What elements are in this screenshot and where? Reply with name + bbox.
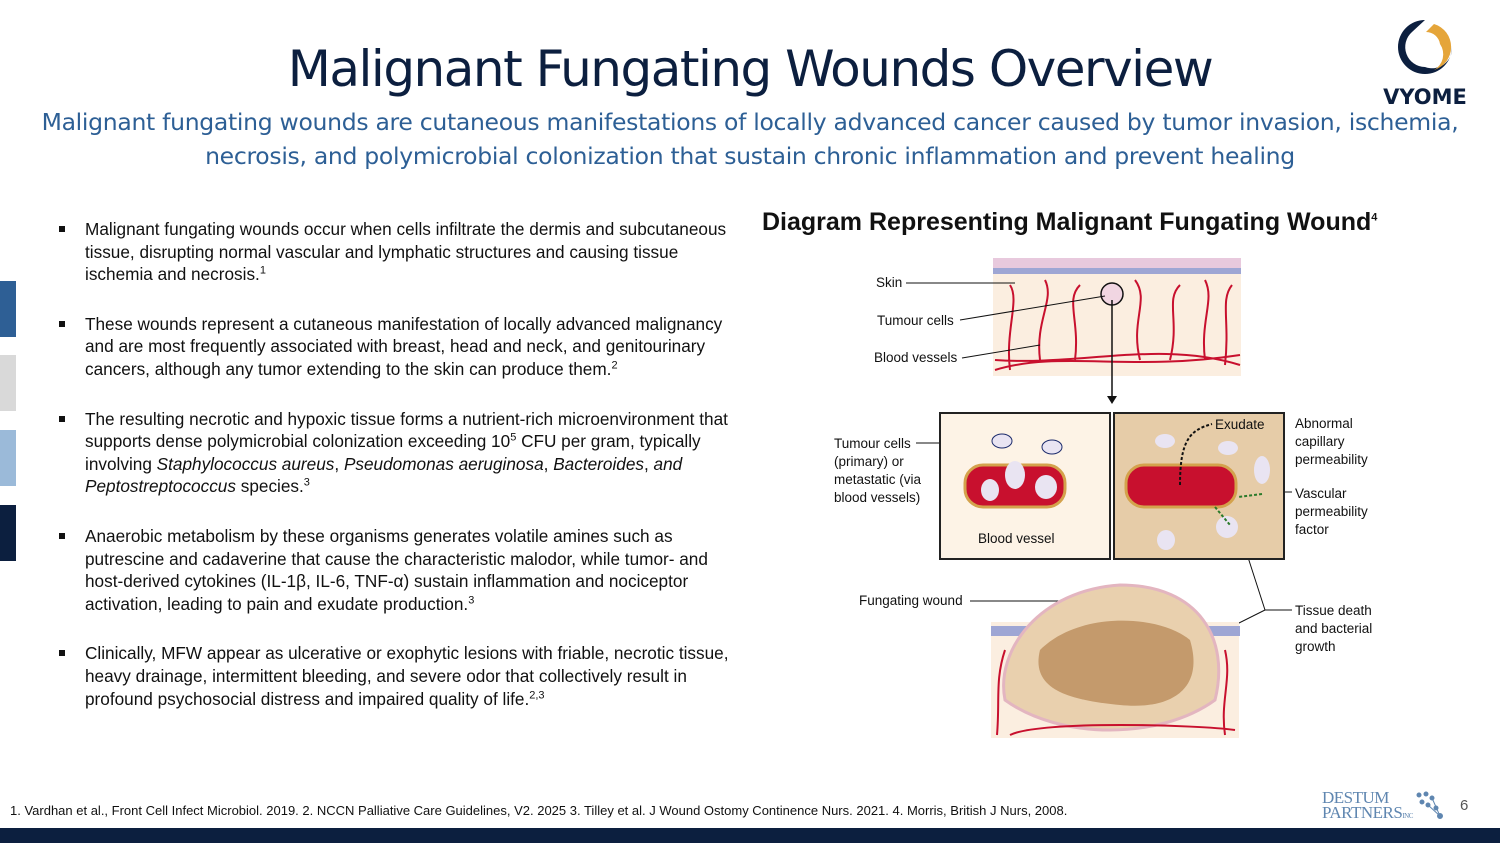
- sep: ,: [643, 453, 654, 474]
- sep: ,: [543, 453, 554, 474]
- bullet-item: The resulting necrotic and hypoxic tissu…: [58, 408, 738, 498]
- side-accent-2: [0, 355, 16, 411]
- citation: 2: [611, 359, 618, 372]
- logo-suffix: INC: [1402, 812, 1413, 820]
- bullet-text: CFU per gram, typically involving: [85, 431, 701, 474]
- diagram-title-text: Diagram Representing Malignant Fungating…: [762, 208, 1372, 236]
- logo-line1: DESTUM: [1322, 788, 1389, 807]
- citation: 4: [1371, 211, 1378, 224]
- label-tumour-primary: Tumour cells (primary) or metastatic (vi…: [834, 436, 922, 505]
- vessel-panel-left: [939, 412, 1111, 560]
- logo-line2: PARTNERS: [1322, 803, 1403, 822]
- side-accent-4: [0, 505, 16, 561]
- vyome-logo-text: VYOME: [1383, 85, 1467, 109]
- diagram-title: Diagram Representing Malignant Fungating…: [762, 208, 1377, 237]
- references: 1. Vardhan et al., Front Cell Infect Mic…: [10, 803, 1068, 818]
- bullet-list: Malignant fungating wounds occur when ce…: [58, 218, 738, 737]
- vyome-swirl-icon: [1398, 20, 1453, 74]
- label-exudate: Exudate: [1215, 417, 1265, 432]
- page-number: 6: [1460, 797, 1469, 814]
- bullet-item: These wounds represent a cutaneous manif…: [58, 313, 738, 381]
- network-dots-icon: [1416, 791, 1443, 819]
- exponent: 5: [510, 431, 517, 444]
- citation: 1: [259, 264, 266, 277]
- label-abnormal-permeability: Abnormal capillary permeability: [1295, 416, 1368, 467]
- skin-illustration: [993, 258, 1241, 404]
- organism: and Peptostreptococcus: [85, 453, 683, 497]
- bullet-text: These wounds represent a cutaneous manif…: [85, 313, 723, 379]
- organism: Pseudomonas aeruginosa: [343, 453, 544, 474]
- label-tumour-cells: Tumour cells: [877, 313, 954, 328]
- destum-partners-logo: DESTUM PARTNERSINC: [1322, 788, 1443, 824]
- side-accent-1: [0, 281, 16, 337]
- page-subtitle: Malignant fungating wounds are cutaneous…: [41, 108, 1459, 170]
- vyome-logo: VYOME: [1375, 16, 1475, 109]
- organism: Bacteroides: [553, 453, 644, 474]
- bullet-item: Malignant fungating wounds occur when ce…: [58, 218, 738, 286]
- bullet-item: Anaerobic metabolism by these organisms …: [58, 525, 738, 615]
- bullet-text: species.: [235, 476, 304, 497]
- citation: 3: [303, 476, 310, 489]
- footer-bar: [0, 828, 1500, 843]
- label-tissue-death: Tissue death and bacterial growth: [1295, 603, 1373, 654]
- bullet-text: Anaerobic metabolism by these organisms …: [85, 525, 708, 614]
- citation: 3: [468, 593, 475, 606]
- sep: ,: [334, 453, 344, 474]
- label-skin: Skin: [876, 275, 903, 290]
- label-vascular-factor: Vascular permeability factor: [1295, 486, 1368, 537]
- label-fungating-wound: Fungating wound: [859, 593, 963, 608]
- bullet-item: Clinically, MFW appear as ulcerative or …: [58, 642, 738, 710]
- bullet-text: Clinically, MFW appear as ulcerative or …: [85, 643, 729, 709]
- label-blood-vessel: Blood vessel: [978, 531, 1055, 546]
- label-blood-vessels: Blood vessels: [874, 350, 958, 365]
- organism: Staphylococcus aureus: [156, 453, 335, 474]
- bullet-text: The resulting necrotic and hypoxic tissu…: [85, 408, 728, 452]
- page-title: Malignant Fungating Wounds Overview: [287, 40, 1214, 98]
- vessel-panel-right: [1113, 412, 1285, 560]
- bullet-text: Malignant fungating wounds occur when ce…: [85, 219, 727, 285]
- side-accent-3: [0, 430, 16, 486]
- fungating-wound-illustration: [991, 583, 1240, 738]
- citation: 2,3: [529, 688, 545, 701]
